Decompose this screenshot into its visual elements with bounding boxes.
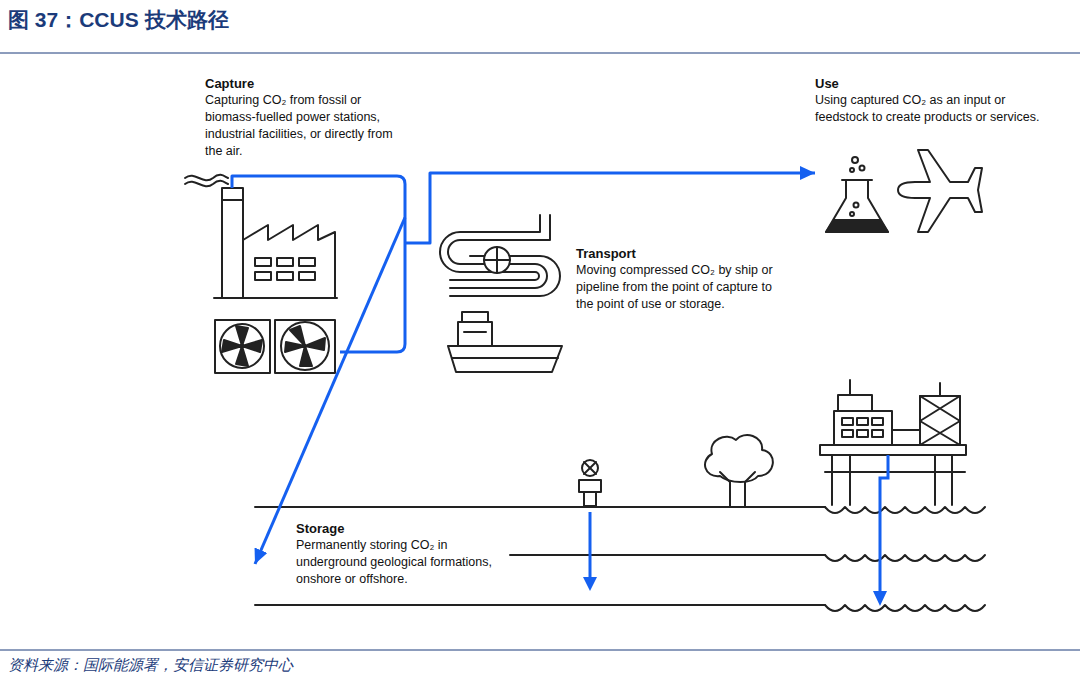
capture-feed-line <box>232 176 405 352</box>
transport-stage: TransportMoving compressed CO₂ by ship o… <box>576 245 781 335</box>
pipeline-icon <box>440 215 560 296</box>
offshore-platform-icon <box>820 380 966 505</box>
air-capture-fans <box>215 320 335 373</box>
tree-icon <box>705 435 773 507</box>
smoke <box>185 181 228 186</box>
ship-icon <box>448 312 562 372</box>
flask-icon <box>826 157 888 232</box>
ground-layers <box>255 507 985 611</box>
stage-heading: Storage <box>296 520 511 537</box>
wellhead-icon <box>579 460 601 506</box>
caption-rule <box>0 650 1080 651</box>
smoke <box>185 175 228 180</box>
stage-description: Using captured CO₂ as an input or feedst… <box>815 92 1040 126</box>
stage-heading: Transport <box>576 245 781 262</box>
factory-icon <box>214 188 337 298</box>
plane-icon <box>898 150 982 232</box>
stage-description: Moving compressed CO₂ by ship or pipelin… <box>576 262 781 313</box>
title-rule <box>0 53 1080 54</box>
source-caption: 资料来源：国际能源署，安信证券研究中心 <box>8 656 293 675</box>
capture-stage: CaptureCapturing CO₂ from fossil or biom… <box>205 75 405 360</box>
stage-description: Capturing CO₂ from fossil or biomass-fue… <box>205 92 405 160</box>
stage-heading: Use <box>815 75 1040 92</box>
figure-title: 图 37：CCUS 技术路径 <box>8 6 229 34</box>
stage-heading: Capture <box>205 75 405 92</box>
co2-flow-connector <box>255 218 405 565</box>
injection-arrowhead <box>583 577 887 606</box>
use-stage: UseUsing captured CO₂ as an input or fee… <box>815 75 1040 240</box>
co2-flow-connector <box>405 173 815 243</box>
injection-arrow <box>590 455 888 592</box>
storage-stage: StoragePermanently storing CO₂ in underg… <box>255 508 985 620</box>
stage-description: Permanently storing CO₂ in underground g… <box>296 537 511 588</box>
